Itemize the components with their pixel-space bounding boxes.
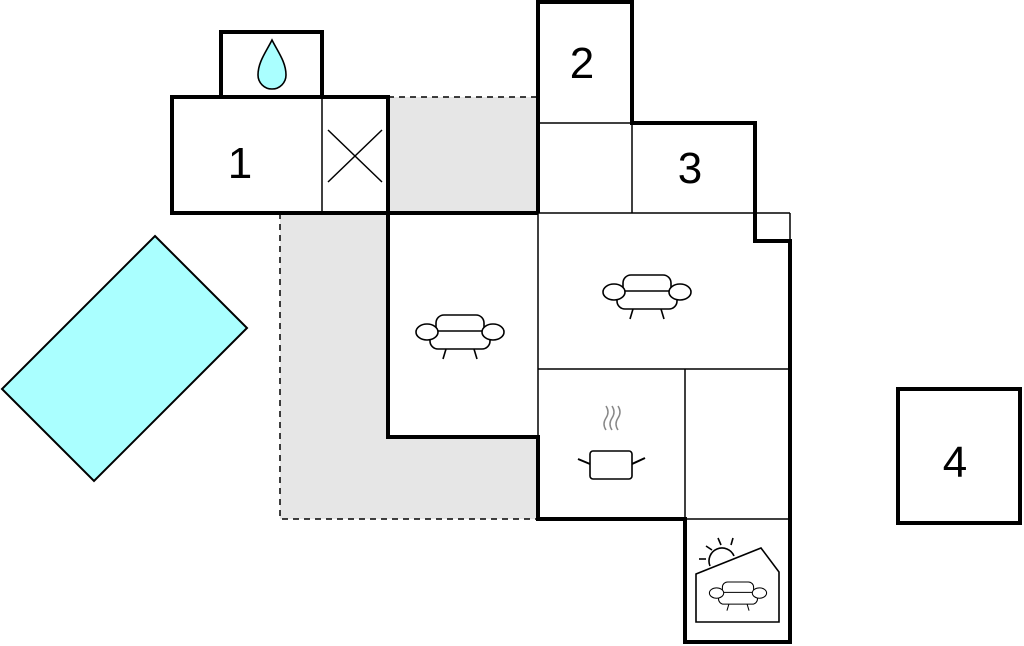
conservatory-icon [695,537,780,623]
void-cross-icon [327,129,383,183]
pool [0,234,249,483]
water-drop-icon [257,38,287,90]
room-label-4: 4 [943,438,967,487]
sofa-icon [602,274,692,320]
sofa-icon [415,314,505,360]
cooking-pot-icon [577,405,646,480]
walls [386,0,792,644]
room-1: 1 [170,95,390,215]
room-label-3: 3 [678,144,702,193]
room-label-2: 2 [570,39,594,88]
room-4 [896,387,1022,525]
terrace [279,96,537,520]
room-label-1: 1 [228,139,252,188]
